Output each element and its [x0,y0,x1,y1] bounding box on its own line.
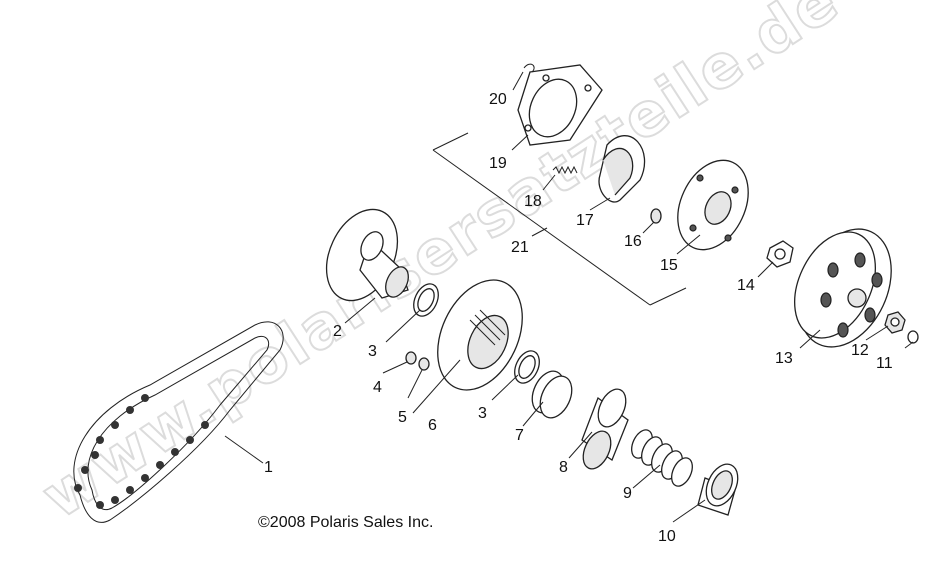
label-3-upper: 3 [368,343,377,360]
part-8-sleeve [581,388,629,470]
part-18-shoe-spring [552,165,578,175]
label-14: 14 [737,277,755,294]
label-8: 8 [559,459,568,476]
label-15: 15 [660,257,678,274]
part-1-drive-chain [73,321,284,523]
part-3-seal-lower [514,350,540,384]
label-13: 13 [775,350,793,367]
part-4-bushing [405,351,417,365]
label-6: 6 [428,417,437,434]
label-19: 19 [489,155,507,172]
copyright-text: ©2008 Polaris Sales Inc. [258,514,433,531]
part-labels: 1 2 3 4 5 6 3 7 8 9 10 11 12 13 14 15 16… [264,91,893,545]
part-5-bushing [418,357,430,371]
label-1: 1 [264,459,273,476]
label-9: 9 [623,485,632,502]
part-19-cover-plate [517,64,603,146]
label-16: 16 [624,233,642,250]
part-13-clutch-drum [794,228,892,348]
part-20-clip [523,63,535,73]
part-2-movable-sheave [325,208,409,302]
label-12: 12 [851,342,869,359]
label-10: 10 [658,528,676,545]
part-11-washer [907,330,919,344]
watermark-text: www.polarisersatzteile.de [30,0,851,533]
label-17: 17 [576,212,594,229]
part-12-nut [884,311,906,334]
part-14-lock-plate [766,240,794,268]
label-20: 20 [489,91,507,108]
label-18: 18 [524,193,542,210]
label-4: 4 [373,379,382,396]
label-21: 21 [511,239,529,256]
label-5: 5 [398,409,407,426]
label-3-lower: 3 [478,405,487,422]
subassembly-bracket [432,132,687,306]
part-3-seal-upper [413,283,439,317]
part-6-fixed-sheave [437,279,523,391]
leader-lines [224,71,914,523]
part-10-spring-cup [697,463,739,516]
part-7-shims [531,370,573,419]
part-15-clutch-hub [677,159,749,251]
part-9-spring [631,429,693,487]
label-7: 7 [515,427,524,444]
part-17-clutch-shoe [598,135,646,203]
label-2: 2 [333,323,342,340]
label-11: 11 [876,355,893,372]
part-16-bushing [650,208,662,224]
